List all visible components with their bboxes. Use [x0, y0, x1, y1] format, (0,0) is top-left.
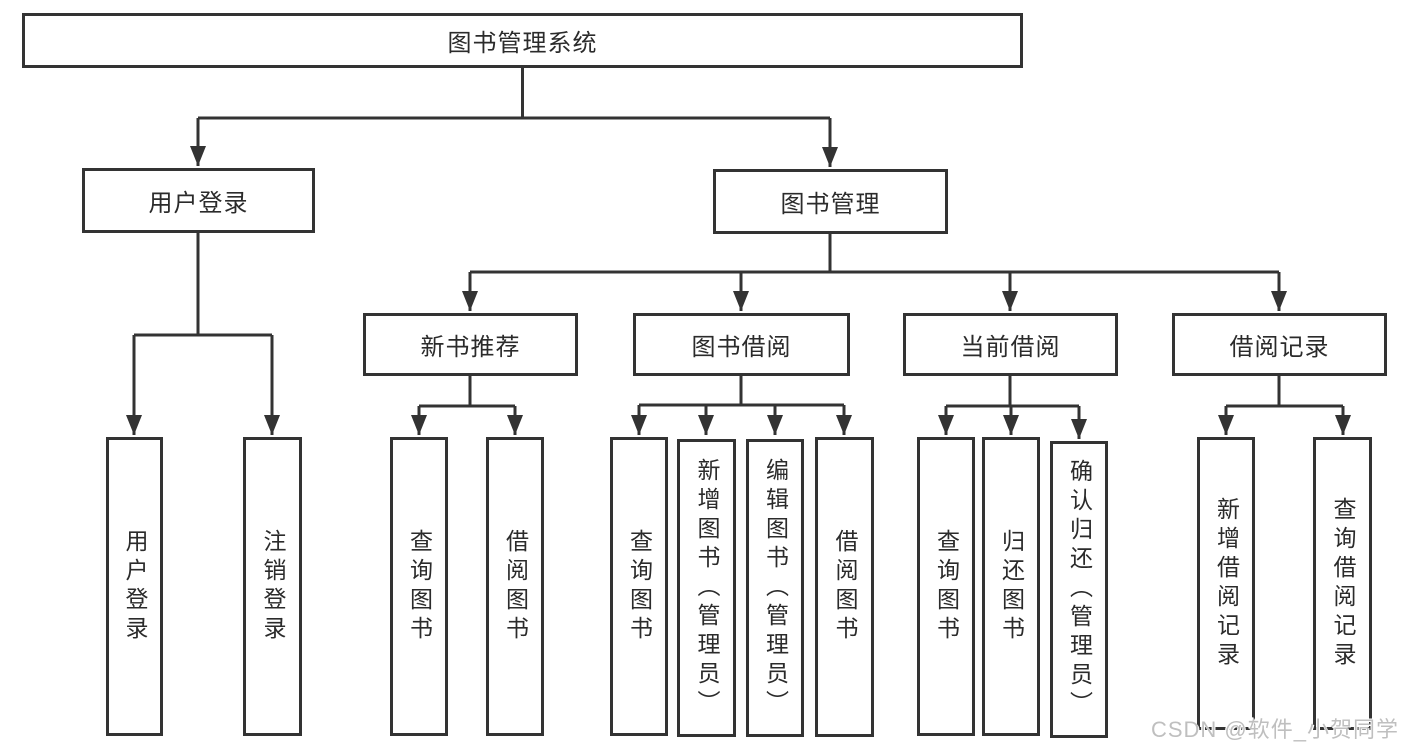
- connector-user-login-to-leaves: [126, 233, 280, 435]
- leaf-logout-login: 注销登录: [243, 437, 302, 736]
- leaf-query-books-borrowing: 查询图书: [610, 437, 668, 736]
- leaf-add-books-admin: 新增图书（管理员）: [677, 439, 736, 737]
- node-root: 图书管理系统: [22, 13, 1023, 68]
- leaf-borrow-books-recommend: 借阅图书: [486, 437, 544, 736]
- leaf-query-books-recommend: 查询图书: [390, 437, 448, 736]
- node-current-borrowing: 当前借阅: [903, 313, 1118, 376]
- connector-book-borrowing-to-leaves: [631, 376, 852, 435]
- connector-root-to-level2: [190, 68, 838, 167]
- watermark-text: CSDN @软件_小贺同学: [1150, 717, 1399, 742]
- node-book-management: 图书管理: [713, 169, 948, 234]
- node-borrowing-records: 借阅记录: [1172, 313, 1387, 376]
- connector-new-book-to-leaves: [411, 376, 523, 435]
- connector-book-management-to-level3: [462, 234, 1287, 311]
- leaf-confirm-return-admin: 确认归还（管理员）: [1050, 441, 1108, 738]
- leaf-add-borrow-record: 新增借阅记录: [1197, 437, 1255, 730]
- leaf-query-books-current: 查询图书: [917, 437, 975, 736]
- node-book-borrowing: 图书借阅: [633, 313, 850, 376]
- leaf-user-login: 用户登录: [106, 437, 163, 736]
- leaf-borrow-books-borrowing: 借阅图书: [815, 437, 874, 737]
- node-user-login: 用户登录: [82, 168, 315, 233]
- connector-current-borrowing-to-leaves: [938, 376, 1087, 439]
- leaf-edit-books-admin: 编辑图书（管理员）: [746, 439, 804, 737]
- leaf-query-borrow-record: 查询借阅记录: [1313, 437, 1372, 730]
- node-new-book-recommendation: 新书推荐: [363, 313, 578, 376]
- connector-borrowing-records-to-leaves: [1218, 376, 1351, 435]
- leaf-return-books: 归还图书: [982, 437, 1040, 736]
